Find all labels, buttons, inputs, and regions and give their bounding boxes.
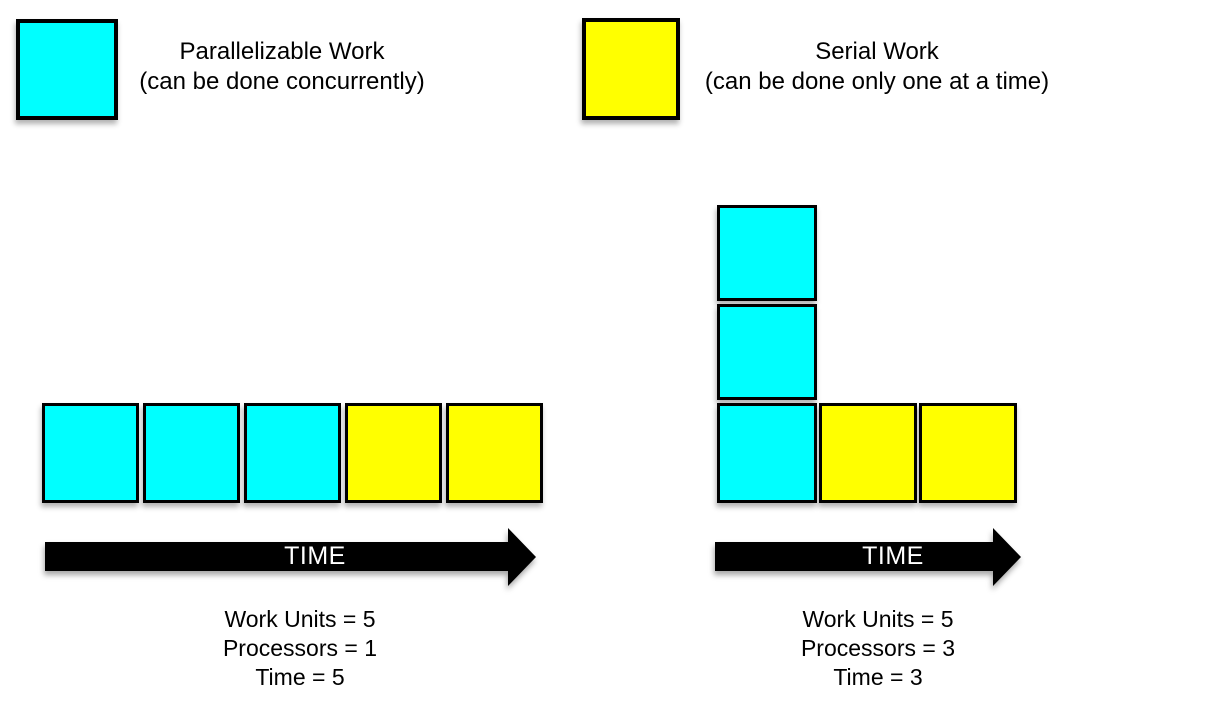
- legend-title-parallel: Parallelizable Work: [179, 38, 385, 65]
- legend-subtitle-serial: (can be done only one at a time): [704, 68, 1050, 95]
- work-unit-serial: [446, 403, 543, 503]
- stat-work-units: Work Units = 5: [224, 606, 376, 632]
- legend-swatch-serial-work: [582, 18, 680, 120]
- multi-processor-work-row: [717, 403, 1017, 503]
- multi-processor-stats: Work Units = 5 Processors = 3 Time = 3: [728, 605, 1028, 692]
- legend-title-serial: Serial Work: [815, 38, 939, 65]
- stat-processors: Processors = 3: [800, 635, 956, 661]
- multi-processor-work-column: [717, 205, 817, 400]
- work-unit-parallel: [143, 403, 240, 503]
- work-unit-serial: [345, 403, 442, 503]
- time-arrow-left-body: [45, 542, 508, 571]
- stat-work-units: Work Units = 5: [802, 606, 954, 632]
- work-unit-parallel: [42, 403, 139, 503]
- time-arrow-right-label: TIME: [862, 542, 924, 570]
- work-unit-parallel: [717, 403, 817, 503]
- work-unit-parallel: [717, 205, 817, 301]
- time-arrow-left: TIME: [45, 528, 537, 586]
- stat-processors: Processors = 1: [222, 635, 378, 661]
- legend-subtitle-parallel: (can be done concurrently): [139, 68, 425, 95]
- stat-time: Time = 3: [833, 664, 923, 690]
- time-arrow-left-head-icon: [508, 528, 536, 586]
- time-arrow-right: TIME: [715, 528, 1022, 586]
- work-unit-parallel: [244, 403, 341, 503]
- stat-time: Time = 5: [255, 664, 345, 690]
- legend-swatch-parallel-work: [16, 19, 118, 120]
- work-unit-serial: [819, 403, 917, 503]
- single-processor-work-row: [42, 403, 543, 503]
- single-processor-stats: Work Units = 5 Processors = 1 Time = 5: [150, 605, 450, 692]
- work-unit-parallel: [717, 304, 817, 400]
- time-arrow-left-label: TIME: [284, 542, 346, 570]
- legend-label-parallel-work: Parallelizable Work (can be done concurr…: [82, 37, 482, 97]
- work-unit-serial: [919, 403, 1017, 503]
- time-arrow-right-body: [715, 542, 993, 571]
- time-arrow-right-head-icon: [993, 528, 1021, 586]
- legend-label-serial-work: Serial Work (can be done only one at a t…: [677, 37, 1077, 97]
